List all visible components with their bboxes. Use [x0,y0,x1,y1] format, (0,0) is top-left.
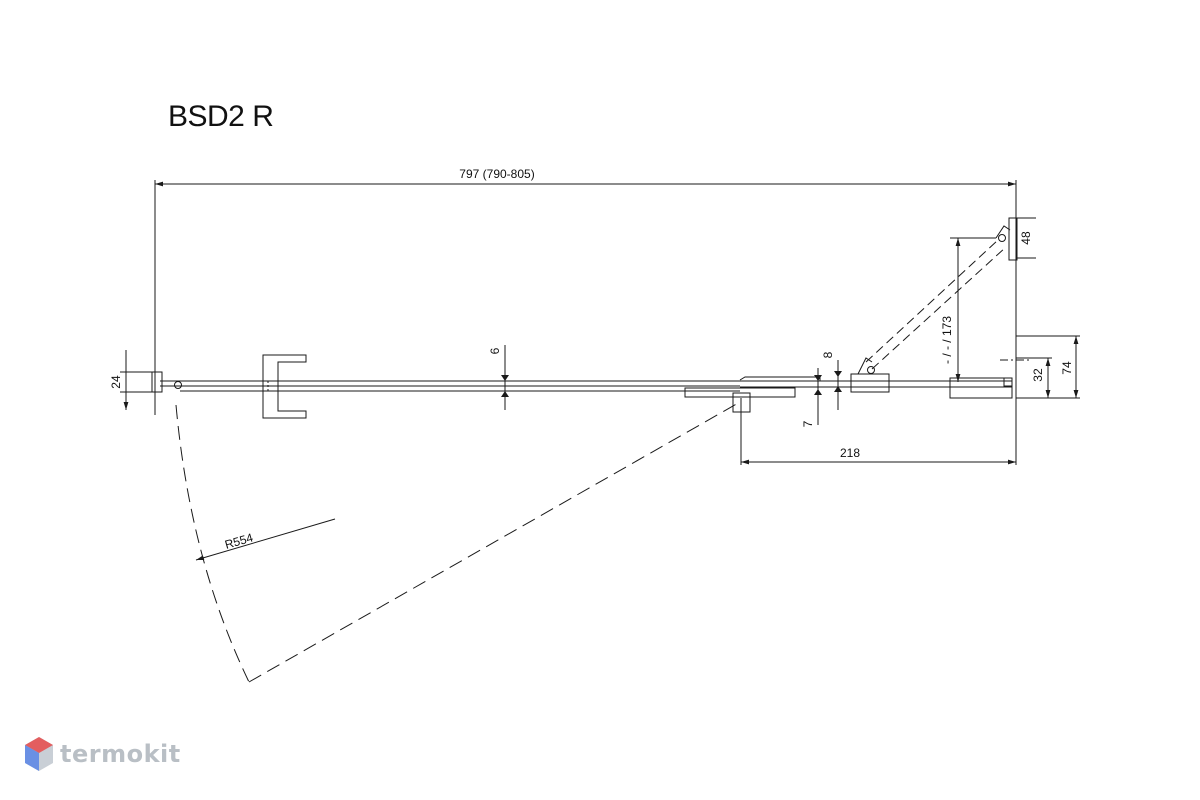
overall-width-label: 797 (790-805) [459,167,534,181]
right-wall-profile [949,377,1013,399]
left-wall-profile [151,371,163,393]
right-hinge-pin [867,366,875,374]
radius-leader [195,518,336,561]
slide-guide [684,387,796,398]
hinge-size-label: 48 [1019,231,1033,245]
right-hinge-arm [857,357,873,375]
wall-depth-label: 74 [1060,361,1074,375]
brand-name: termokit [60,740,181,768]
door-open-line-1 [865,239,999,363]
top-wall-profile [1008,217,1018,261]
left-hinge-pin [174,381,182,389]
swing-arc [175,404,250,683]
handle-offset-label: 8 [821,351,835,358]
top-hinge-pin [998,234,1006,242]
brand-logo: termokit [24,736,181,772]
glass-gap-label: 6 [488,347,502,354]
door-open-position [248,401,741,683]
wall-profile-label: 32 [1031,368,1045,382]
right-wall-clip [1003,377,1013,387]
swing-range-label: - / - / 173 [940,316,954,364]
right-hinge-block [850,373,890,393]
fixed-width-label: 218 [840,446,860,460]
drawing-title: BSD2 R [168,100,274,133]
lower-offset-label: 7 [801,420,815,427]
hexagon-logo-icon [25,737,53,771]
door-handle [262,354,307,419]
door-open-line-2 [871,246,1007,370]
slide-clamp [739,376,821,381]
profile-depth-label: 24 [109,375,123,389]
radius-label: R554 [223,530,255,551]
top-hinge-bracket [995,225,1011,239]
